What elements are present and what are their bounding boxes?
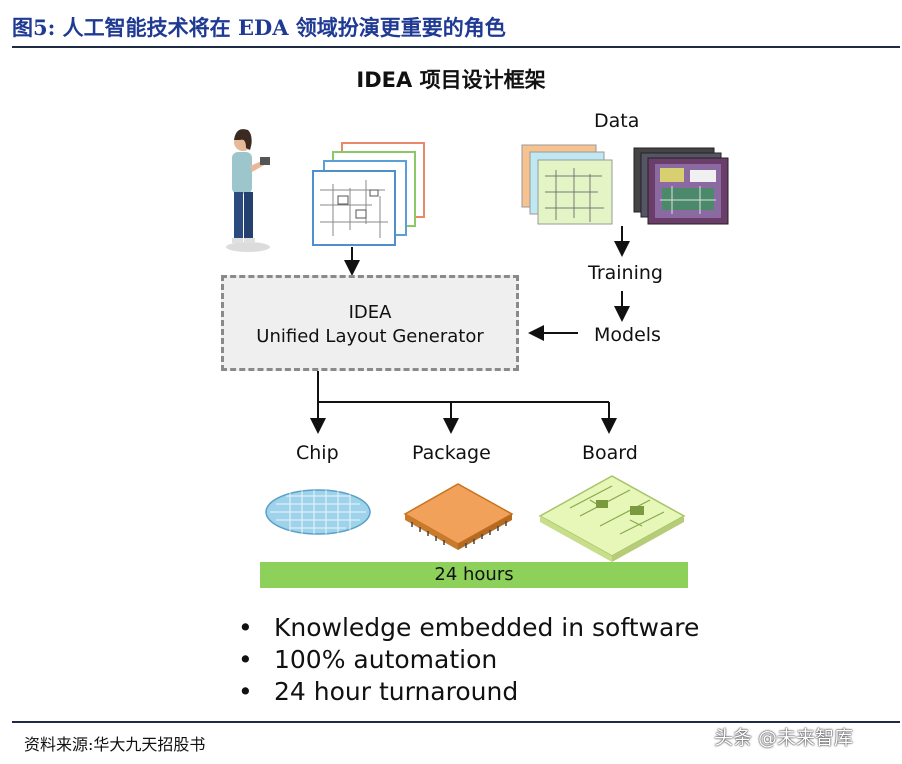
output-board-label: Board [582, 442, 638, 464]
models-label: Models [594, 324, 661, 346]
generator-box [221, 275, 519, 371]
bullet-text: 100% automation [274, 645, 498, 674]
data-label: Data [594, 110, 640, 132]
output-package-label: Package [412, 442, 491, 464]
layout-image-stack-icon [633, 147, 729, 225]
bullet-item: •Knowledge embedded in software [238, 613, 700, 642]
bullet-text: 24 hour turnaround [274, 677, 519, 706]
output-chip-label: Chip [296, 442, 339, 464]
bottom-rule [12, 721, 900, 723]
board-icon [538, 475, 686, 562]
hours-bar [260, 562, 688, 588]
bullet-text: Knowledge embedded in software [274, 613, 700, 642]
output-branch-connectors [310, 371, 617, 434]
generator-title: IDEA [348, 302, 392, 323]
generator-subtitle: Unified Layout Generator [256, 326, 484, 347]
bullet-item: •24 hour turnaround [238, 677, 519, 706]
wafer-chip-icon [265, 489, 371, 535]
data-schematic-stack-icon [521, 144, 613, 225]
bullet-list: •Knowledge embedded in software •100% au… [238, 612, 699, 708]
designer-person-icon [226, 129, 270, 252]
watermark: 头条 @未来智库 [714, 727, 854, 749]
schematic-stack-icon [312, 142, 425, 246]
bullet-item: •100% automation [238, 645, 498, 674]
package-icon [403, 483, 514, 550]
top-rule [12, 46, 900, 48]
training-label: Training [588, 262, 663, 284]
hours-bar-label: 24 hours [434, 564, 514, 585]
diagram-title: IDEA 项目设计框架 [356, 68, 546, 92]
figure-title: 图5: 人工智能技术将在 EDA 领域扮演更重要的角色 [12, 15, 506, 40]
source-note: 资料来源:华大九天招股书 [24, 735, 206, 754]
